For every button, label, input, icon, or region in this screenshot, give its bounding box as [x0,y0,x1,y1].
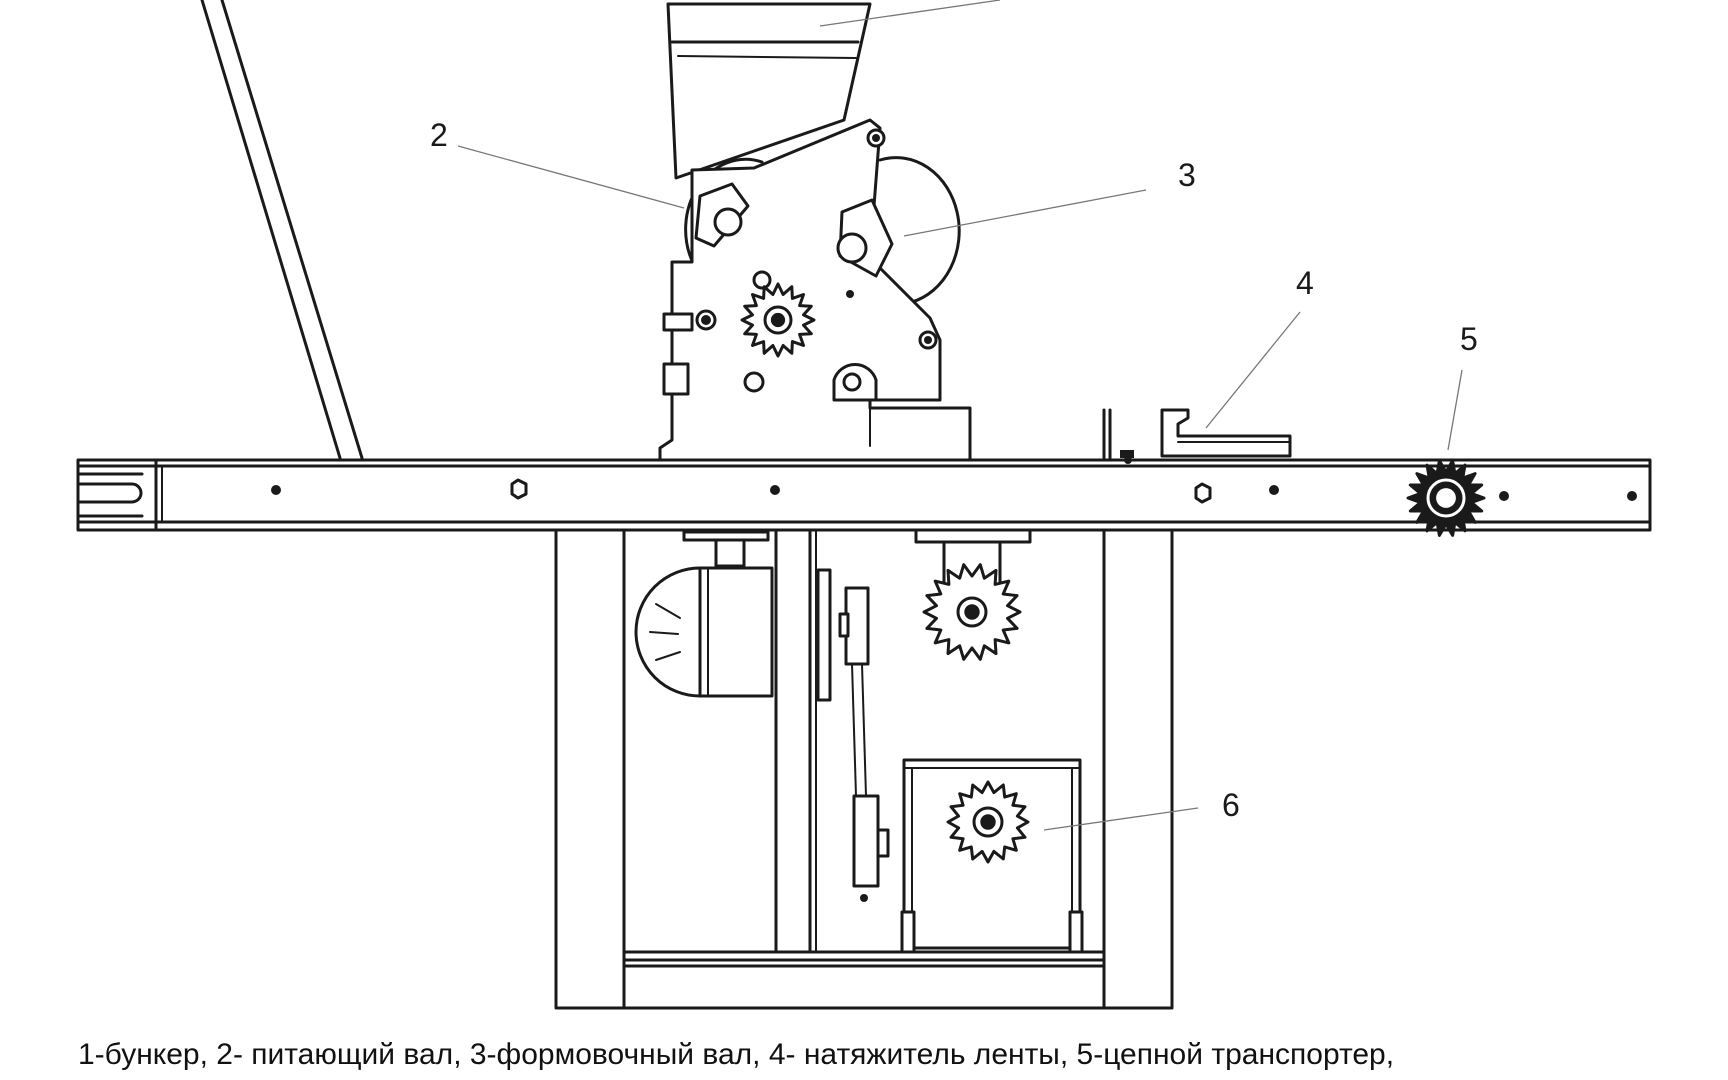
belt-tensioner [1102,408,1292,460]
stand-frame [554,528,1174,1010]
roller-housing [658,118,972,462]
figure-caption: 1-бункер, 2- питающий вал, 3-формовочный… [78,1038,1394,1071]
spr-drive-bore [964,604,980,620]
housing-sprocket [740,282,816,358]
label-4: 4 [1296,265,1314,301]
label-3: 3 [1178,157,1196,193]
spr-housing-bore [770,312,786,328]
forming-roll [878,156,961,304]
forming-roll-bearing [836,198,894,278]
spr-chain-bore [1436,488,1456,508]
label-6: 6 [1222,787,1240,823]
label-5: 5 [1460,321,1478,357]
hopper [666,0,1001,180]
conveyor-beam [76,456,1652,532]
inclined-rail [200,0,364,460]
leader-lines [457,145,1463,831]
chain-sprocket [1406,459,1486,537]
belt-drive [816,568,890,888]
gearbox-sprocket [946,780,1030,864]
spr-gear-bore [980,814,996,830]
label-2: 2 [430,117,448,153]
feed-roll-bearing [694,182,750,248]
motor [634,530,774,698]
drive-sprocket [922,563,1022,661]
